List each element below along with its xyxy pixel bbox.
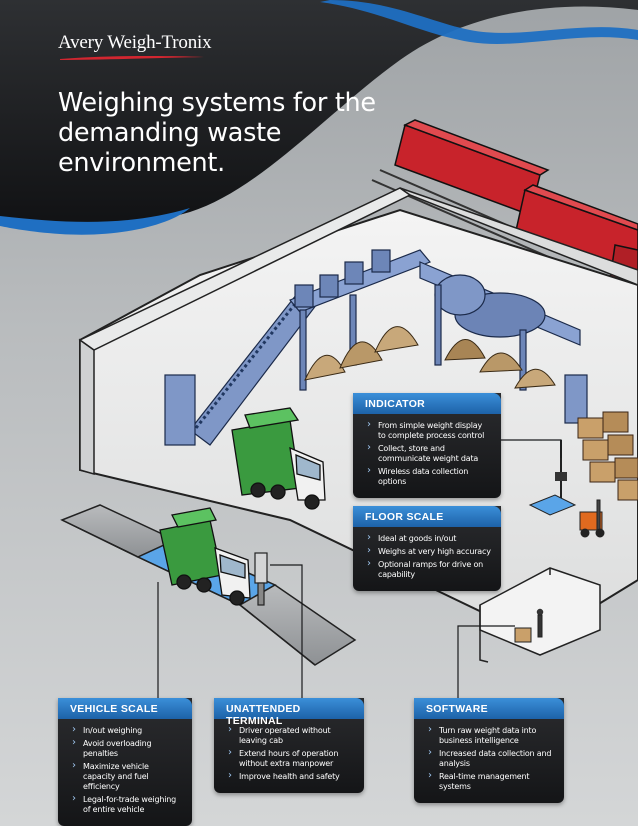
pallet-boxes — [577, 411, 638, 501]
software-title: SOFTWARE — [414, 698, 564, 719]
list-item: Extend hours of operation without extra … — [228, 748, 354, 769]
brand-name: Avery Weigh-Tronix — [58, 32, 212, 53]
list-item: Driver operated without leaving cab — [228, 725, 354, 746]
material-piles — [304, 326, 556, 389]
conveyor-system — [164, 249, 588, 446]
unattended-terminal-list: Driver operated without leaving cab Exte… — [214, 719, 364, 793]
list-item: Maximize vehicle capacity and fuel effic… — [72, 761, 182, 792]
garbage-truck-inside — [231, 407, 326, 510]
indicator-title: INDICATOR — [353, 393, 501, 414]
list-item: Ideal at goods in/out — [367, 533, 491, 544]
list-item: In/out weighing — [72, 725, 182, 736]
forklift — [579, 499, 605, 538]
garbage-truck-on-scale — [159, 507, 251, 606]
floor-scale-title: FLOOR SCALE — [353, 506, 501, 527]
office-room — [479, 567, 601, 663]
unattended-terminal-title: UNATTENDED TERMINAL — [214, 698, 364, 727]
list-item: Improve health and safety — [228, 771, 354, 782]
floor-scale-list: Ideal at goods in/out Weighs at very hig… — [353, 527, 501, 591]
page-headline: Weighing systems for the demanding waste… — [58, 88, 376, 178]
list-item: From simple weight display to complete p… — [367, 420, 491, 441]
list-item: Collect, store and communicate weight da… — [367, 443, 491, 464]
software-list: Turn raw weight data into business intel… — [414, 719, 564, 803]
indicator-list: From simple weight display to complete p… — [353, 414, 501, 498]
list-item: Wireless data collection options — [367, 466, 491, 487]
floor-scale-callout: FLOOR SCALE Ideal at goods in/out Weighs… — [353, 506, 501, 591]
list-item: Avoid overloading penalties — [72, 738, 182, 759]
leader-lines — [157, 439, 562, 700]
brand-swoosh-icon — [60, 55, 204, 60]
vehicle-scale-title: VEHICLE SCALE — [58, 698, 192, 719]
vehicle-scale-list: In/out weighing Avoid overloading penalt… — [58, 719, 192, 826]
software-callout: SOFTWARE Turn raw weight data into busin… — [414, 698, 564, 803]
terminal-post — [254, 552, 268, 606]
list-item: Weighs at very high accuracy — [367, 546, 491, 557]
list-item: Real-time management systems — [428, 771, 554, 792]
unattended-terminal-callout: UNATTENDED TERMINAL Driver operated with… — [214, 698, 364, 793]
list-item: Optional ramps for drive on capability — [367, 559, 491, 580]
list-item: Increased data collection and analysis — [428, 748, 554, 769]
vehicle-scale-callout: VEHICLE SCALE In/out weighing Avoid over… — [58, 698, 192, 826]
indicator-callout: INDICATOR From simple weight display to … — [353, 393, 501, 498]
list-item: Turn raw weight data into business intel… — [428, 725, 554, 746]
brand-logo: Avery Weigh-Tronix — [58, 32, 212, 61]
list-item: Legal-for-trade weighing of entire vehic… — [72, 794, 182, 815]
